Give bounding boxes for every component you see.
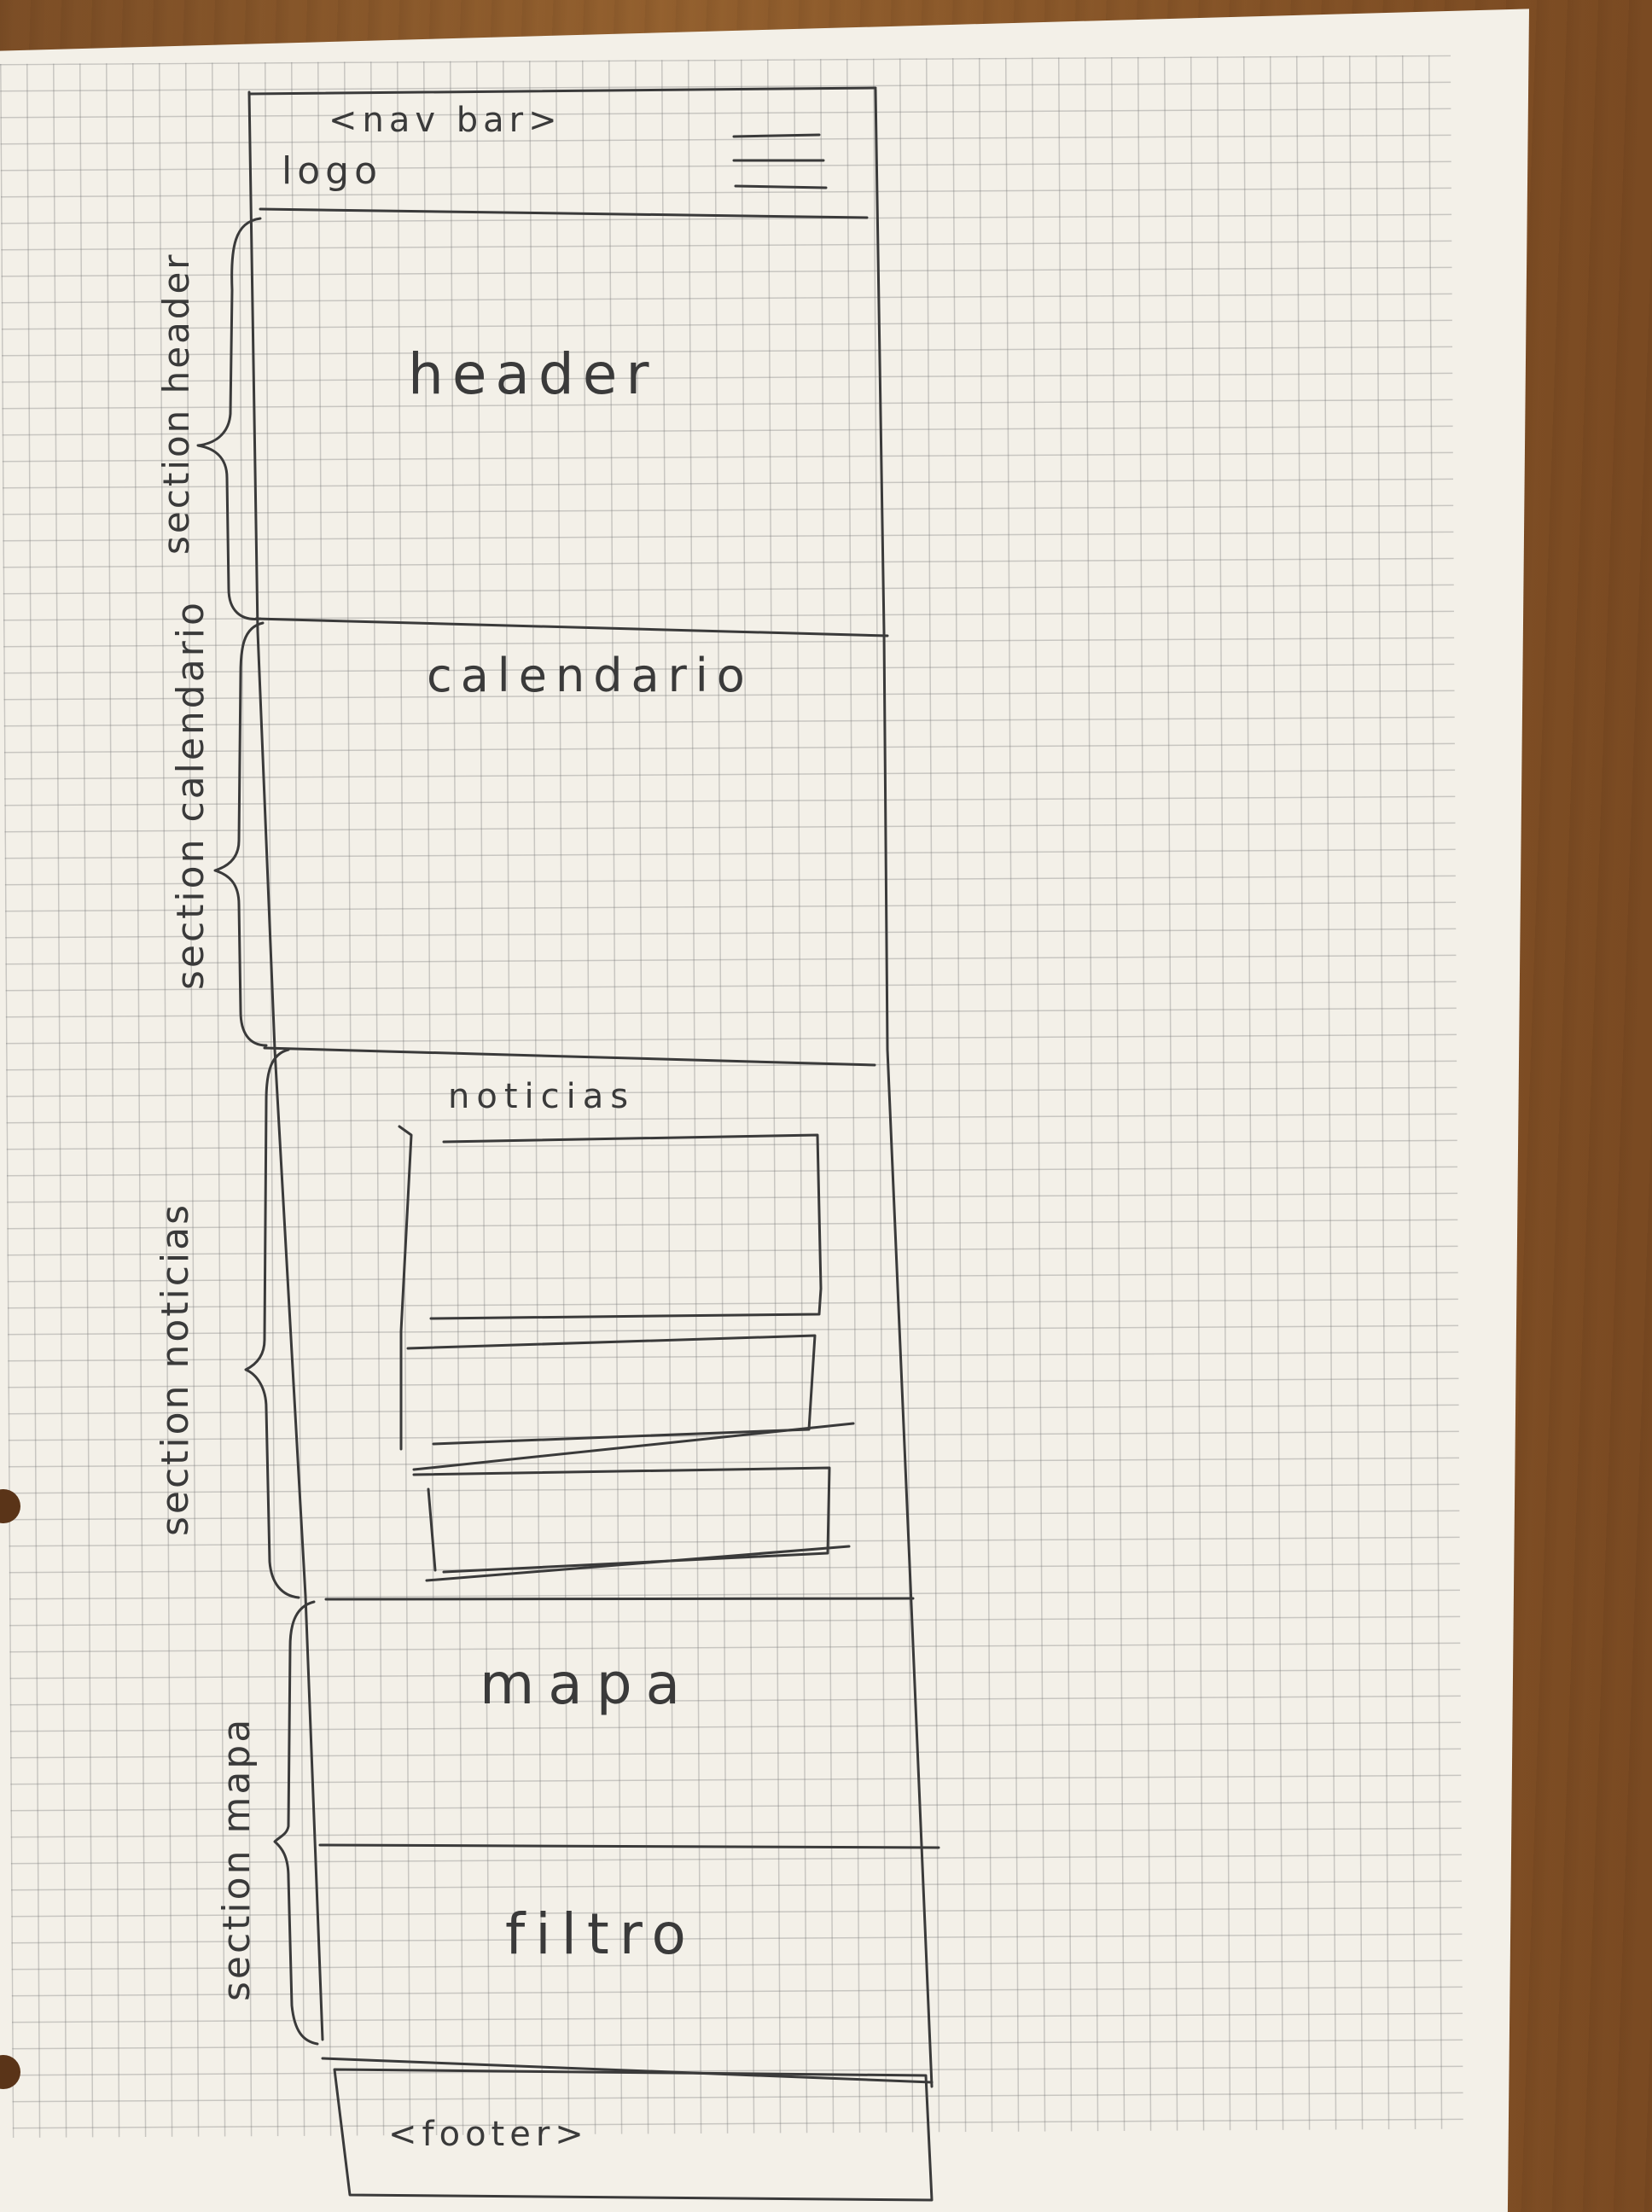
header-bottom-edge — [254, 617, 889, 637]
footer-box — [333, 2068, 934, 2202]
section-calendario-label: section calendario — [169, 600, 212, 990]
mapa-bottom-edge — [318, 1843, 940, 1849]
navbar-top-edge — [247, 86, 877, 96]
calendario-bottom-edge — [263, 1046, 876, 1067]
header-title: header — [408, 341, 658, 407]
section-mapa-label: section mapa — [215, 1716, 259, 2001]
logo-label: logo — [282, 149, 382, 193]
calendario-title: calendario — [427, 649, 753, 702]
footer-tag: <footer> — [388, 2115, 589, 2154]
news-card — [429, 1133, 823, 1320]
news-card — [412, 1422, 855, 1471]
noticias-bottom-edge — [324, 1597, 915, 1601]
section-noticias-label: section noticias — [154, 1202, 197, 1536]
mapa-title: mapa — [480, 1651, 695, 1717]
bracket-header — [196, 217, 262, 620]
hamburger-line — [732, 133, 821, 138]
news-card — [398, 1125, 413, 1451]
hamburger-line — [734, 184, 828, 189]
navbar-tag: <nav bar> — [329, 101, 562, 140]
page-column-right-edge — [874, 88, 934, 2088]
news-card — [425, 1545, 851, 1582]
filtro-label: filtro — [505, 1901, 696, 1967]
bracket-mapa — [273, 1600, 319, 2046]
bracket-noticias — [244, 1048, 300, 1599]
section-header-label: section header — [155, 252, 197, 555]
section-mapa-bottom-edge — [321, 2057, 934, 2084]
hamburger-menu-icon — [730, 128, 832, 196]
noticias-title: noticias — [448, 1077, 636, 1116]
news-card — [412, 1466, 831, 1574]
bracket-calendario — [213, 621, 268, 1047]
news-card — [427, 1487, 437, 1572]
page-column-left-edge — [247, 90, 324, 2041]
news-card — [406, 1334, 817, 1446]
navbar-bottom-edge — [259, 207, 869, 219]
